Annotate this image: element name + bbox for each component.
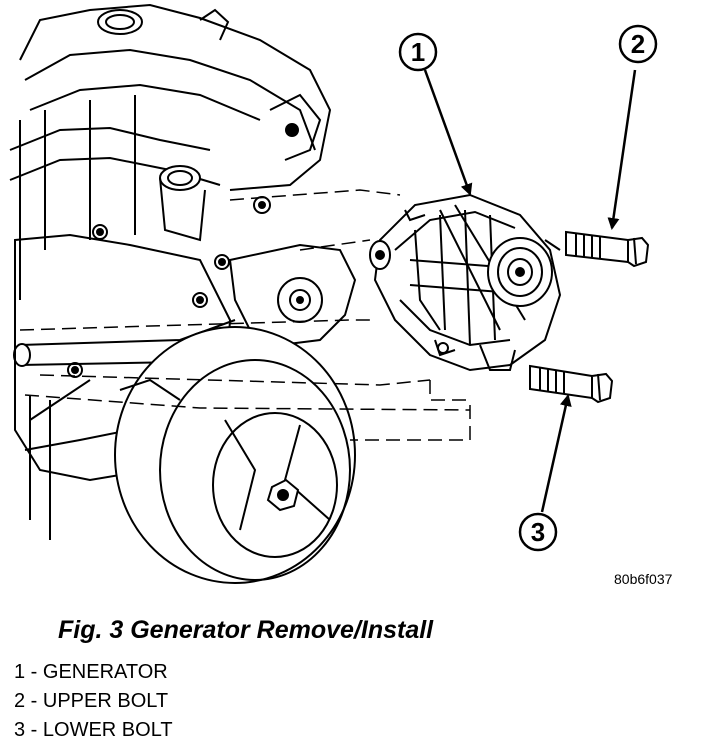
legend-item: 3 - LOWER BOLT [14,719,173,741]
legend: 1 - GENERATOR 2 - UPPER BOLT 3 - LOWER B… [14,658,173,745]
callout-3-number: 3 [531,517,545,547]
generator-diagram: 1 2 3 [9,3,658,584]
callout-1-number: 1 [411,37,425,67]
callout-2: 2 [618,24,658,64]
callout-1: 1 [398,32,438,72]
upper-bolt [565,230,650,268]
legend-item: 1 - GENERATOR [14,661,168,683]
figure-id: 80b6f037 [614,571,673,587]
callout-3: 3 [518,512,558,552]
legend-item: 2 - UPPER BOLT [14,690,169,712]
figure-caption: Fig. 3 Generator Remove/Install [58,616,434,644]
lower-bolt [529,364,614,404]
callout-arrows [423,69,637,513]
callout-2-number: 2 [631,29,645,59]
generator-illustration [369,193,562,372]
belt-path [19,189,471,441]
engine-illustration [9,3,357,584]
